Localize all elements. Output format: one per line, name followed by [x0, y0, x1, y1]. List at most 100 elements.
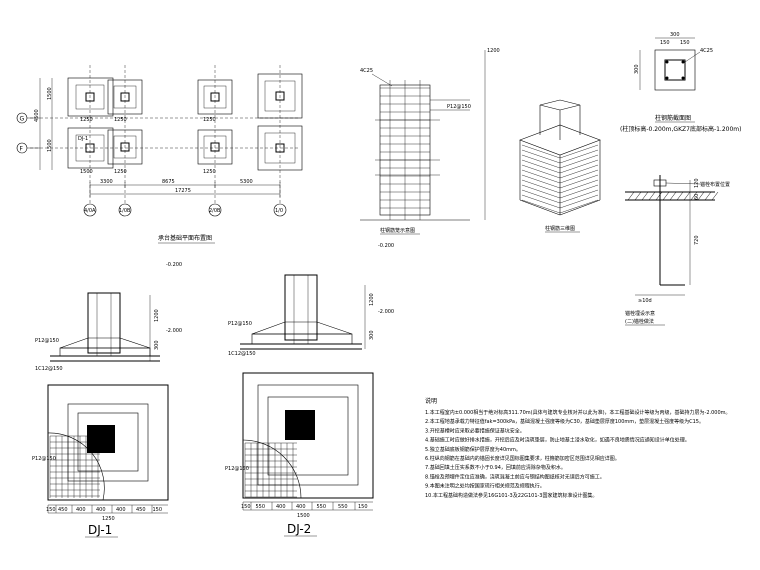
column-3d: 柱钢筋三维图 [519, 99, 601, 233]
plan-pad-dim: 1500 [80, 169, 93, 175]
dj2-label: DJ-2 [287, 522, 311, 536]
plan-pad-dim: 1250 [114, 117, 127, 123]
elev-rebar-tag2: 4C25 [360, 68, 373, 74]
elev-title: 柱钢筋笼示意图 [380, 227, 415, 234]
plan-pad [257, 73, 303, 119]
footing-dj1: 1200 300 -0.200 -2.000 P12@150 1C12@150 … [32, 262, 182, 538]
plan-pad [197, 79, 233, 115]
column-3d-title: 柱钢筋三维图 [545, 225, 575, 232]
dj1-label: DJ-1 [88, 523, 112, 537]
footing-dim: 400 [76, 507, 86, 513]
anchor-dim: 60 [694, 194, 700, 200]
footing-dim: 400 [116, 507, 126, 513]
plan-side-dim: 1500 [47, 87, 53, 100]
plan-pad-dim: 1250 [80, 117, 93, 123]
section-rebar: 4C25 [700, 48, 713, 54]
plan-pad [197, 129, 233, 165]
anchor-subtitle: (二)锚栓做法 [625, 318, 654, 325]
footing-dim: 550 [338, 504, 348, 510]
dj2-dim-total: 1500 [297, 513, 310, 519]
footing-dim: 400 [296, 504, 306, 510]
anchor-label: 锚栓布置位置 [700, 181, 730, 188]
anchor-detail: 120 60 720 锚栓布置位置 ≥10d 锚栓埋设示意 (二)锚栓做法 [625, 175, 730, 326]
dj1-rebar-a: P12@150 [35, 338, 59, 344]
notes-heading: 说明 [425, 397, 437, 405]
axis-label-f: F [20, 146, 24, 153]
plan-dim-col: 3300 [100, 179, 113, 185]
elev-rebar-tag: P12@150 [447, 104, 471, 110]
section-title: 柱钢筋截面图 [655, 114, 691, 122]
notes-item: 10.本工程基础构造做法参见16G101-3及22G101-3国家建筑标准设计图… [425, 492, 598, 499]
footing-dim: 450 [136, 507, 146, 513]
axis-label-g: G [20, 116, 25, 123]
dj2-side-dim: 300 [369, 330, 375, 340]
dj1-dim-total: 1250 [102, 516, 115, 522]
column-elevation: P12@150 4C25 -0.200 柱钢筋笼示意图 1200 [360, 48, 500, 249]
notes-item: 2.本工程地基承载力特征值fak=300kPa，基础混凝土强度等级为C30，基础… [425, 418, 704, 425]
anchor-dim: 720 [694, 235, 700, 245]
dj2-level-mid: -2.000 [378, 309, 394, 315]
column-section: 300 150 150 300 4C25 柱钢筋截面图 (柱顶标高-0.200m… [620, 32, 741, 133]
plan-dim-row: 4500 [34, 109, 40, 122]
plan-pad [107, 129, 143, 165]
axis-label-col: 4/0A [84, 208, 96, 214]
plan-dim-col: 8675 [162, 179, 175, 185]
plan-side-dim: 1500 [47, 139, 53, 152]
footing-dim: 150 [153, 507, 163, 513]
foundation-plan: 4500 1500 1500 G F 1250 1250 1500 1250 1… [16, 65, 303, 244]
plan-dim-col: 5300 [240, 179, 253, 185]
plan-dim-total: 17275 [175, 188, 191, 194]
footing-dim: 150 [358, 504, 368, 510]
dj1-column [87, 425, 115, 453]
dj2-column [285, 410, 315, 440]
footing-dim: 550 [317, 504, 327, 510]
dj1-rebar-c: 1C12@150 [35, 366, 63, 372]
anchor-dim: 120 [694, 178, 700, 188]
footing-dim: 150 [46, 507, 56, 513]
elev-level: -0.200 [378, 243, 394, 249]
footing-dim: 450 [58, 507, 68, 513]
notes-item: 3.开挖基槽时应采取必要措施保证基坑安全。 [425, 427, 525, 434]
dj1-side-dim: 300 [154, 340, 160, 350]
notes-item: 8.锚栓及预埋件定位应准确，浇筑混凝土前应与钢结构图纸核对无误后方可施工。 [425, 473, 605, 480]
axis-label-col: 2/0B [209, 208, 221, 214]
plan-pad-dim: 1250 [203, 169, 216, 175]
elev-dim: 1200 [487, 48, 500, 54]
footing-dim: 400 [276, 504, 286, 510]
dj2-rebar-a: P12@150 [228, 321, 252, 327]
section-dim: 300 [634, 64, 640, 74]
plan-title: 承台基础平面布置图 [158, 234, 212, 242]
plan-pad-dim: 1250 [114, 169, 127, 175]
dj1-side-dim: 1200 [154, 309, 160, 322]
section-dim: 150 [660, 40, 670, 46]
plan-pad [67, 77, 114, 117]
plan-pad [67, 127, 114, 169]
notes-item: 5.独立基础底板钢筋保护层厚度为40mm。 [425, 446, 521, 453]
dj1-level-top: -0.200 [166, 262, 182, 268]
dj1-rebar-b: P12@150 [32, 456, 56, 462]
axis-label-col: 1/0B [119, 208, 131, 214]
dj2-side-dim: 1200 [369, 293, 375, 306]
footing-dim: 150 [241, 504, 251, 510]
anchor-title: 锚栓埋设示意 [625, 310, 655, 317]
anchor-bottom-dim: ≥10d [638, 298, 652, 304]
footing-dj2: 1200 300 -2.000 P12@150 1C12@150 P12@150… [225, 274, 394, 537]
plan-pad-label: DJ-1 [78, 136, 88, 142]
section-dim: 150 [680, 40, 690, 46]
plan-pad-dim: 1250 [203, 117, 216, 123]
plan-pad [107, 79, 143, 115]
general-notes: 说明 1.本工程室内±0.000相当于绝对标高311.70m(具体与建筑专业核对… [425, 397, 731, 499]
plan-pad [257, 125, 303, 171]
section-note: (柱顶标高-0.200m,GKZ7底部标高-1.200m) [620, 125, 741, 133]
footing-dim: 550 [256, 504, 266, 510]
notes-item: 7.基础回填土压实系数不小于0.94，回填前应清除杂物及积水。 [425, 464, 566, 471]
notes-item: 6.柱纵向钢筋在基础内的锚固长度详见国标图集要求，柱箍筋加密区范围详见相应详图。 [425, 455, 620, 462]
notes-item: 9.本图未注明之处均按国家现行相关规范及规程执行。 [425, 483, 545, 490]
dj2-rebar-b: P12@150 [225, 466, 249, 472]
dj1-level-mid: -2.000 [166, 328, 182, 334]
axis-label-col: 1/0 [275, 208, 283, 214]
section-dim: 300 [670, 32, 680, 38]
notes-item: 4.基础施工时应做好排水措施，开挖后应及时浇筑垫层，防止地基土浸水软化，如遇不良… [425, 437, 690, 444]
footing-dim: 400 [96, 507, 106, 513]
